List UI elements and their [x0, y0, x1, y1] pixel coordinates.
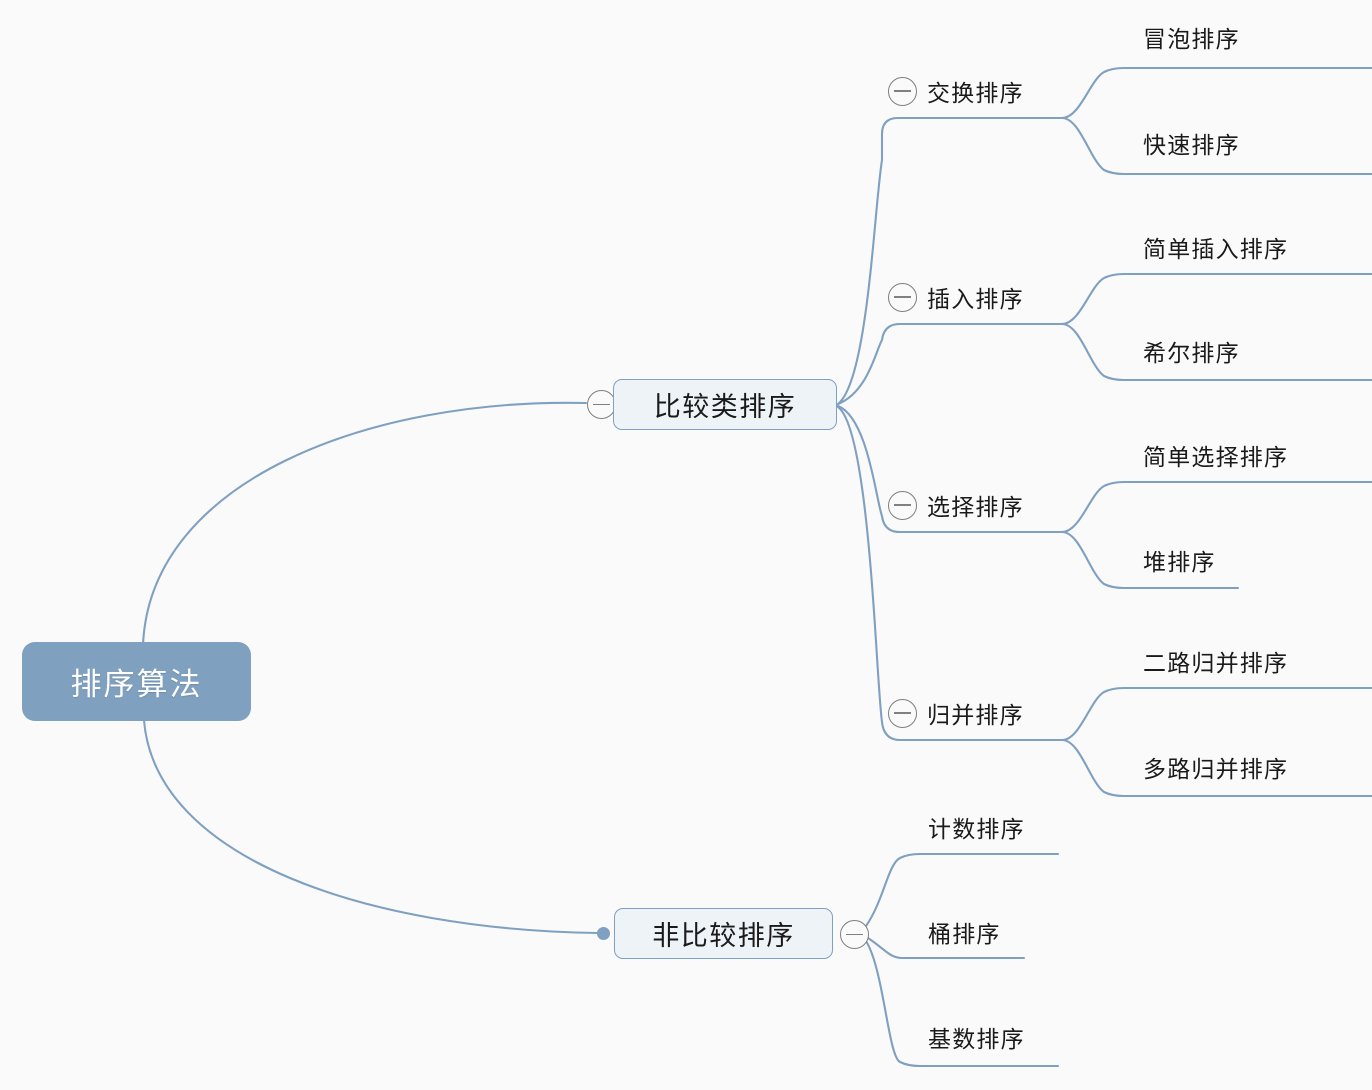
toggle-noncompare-sort[interactable]	[840, 920, 869, 949]
sub-node-select-sort-label: 选择排序	[927, 495, 1024, 520]
edge-compare-to-insert	[836, 322, 1064, 406]
leaf-node-shell-sort-label: 希尔排序	[1143, 341, 1240, 366]
sub-node-merge-sort[interactable]: 归并排序	[888, 698, 1024, 728]
sub-node-select-sort[interactable]: 选择排序	[888, 490, 1024, 520]
branch-node-compare-sort-label: 比较类排序	[653, 392, 797, 422]
edge-root-to-compare	[141, 401, 588, 647]
toggle-exchange-sort[interactable]	[888, 76, 917, 106]
sub-node-exchange-sort[interactable]: 交换排序	[888, 76, 1024, 106]
toggle-merge-sort[interactable]	[888, 698, 917, 728]
toggle-insert-sort[interactable]	[888, 282, 917, 312]
leaf-node-bucket-sort[interactable]: 桶排序	[928, 917, 1001, 947]
leaf-node-bubble-sort[interactable]: 冒泡排序	[1143, 22, 1240, 52]
leaf-node-radix-sort-label: 基数排序	[928, 1027, 1025, 1052]
leaf-node-bubble-sort-label: 冒泡排序	[1143, 27, 1240, 52]
root-node[interactable]: 排序算法	[22, 642, 251, 721]
leaf-node-counting-sort[interactable]: 计数排序	[928, 812, 1025, 842]
leaf-node-simple-selection-sort[interactable]: 简单选择排序	[1143, 440, 1288, 470]
leaf-node-multi-way-merge-sort[interactable]: 多路归并排序	[1143, 752, 1288, 782]
leaf-node-quick-sort[interactable]: 快速排序	[1143, 128, 1240, 158]
branch-node-noncompare-sort-label: 非比较排序	[652, 921, 795, 951]
sub-node-merge-sort-label: 归并排序	[927, 703, 1024, 728]
edge-root-to-noncompare	[142, 718, 600, 935]
leaf-node-quick-sort-label: 快速排序	[1143, 133, 1240, 158]
edge-select-to-simpleselect	[1060, 480, 1372, 534]
root-node-label: 排序算法	[70, 667, 203, 702]
leaf-node-two-way-merge-sort[interactable]: 二路归并排序	[1143, 646, 1288, 676]
edge-compare-to-merge	[836, 405, 1064, 742]
sub-node-exchange-sort-label: 交换排序	[927, 81, 1024, 106]
leaf-node-simple-insertion-sort[interactable]: 简单插入排序	[1143, 232, 1288, 262]
branch-node-compare-sort[interactable]: 比较类排序	[613, 379, 837, 430]
toggle-compare-sort[interactable]	[587, 390, 616, 419]
edge-compare-to-exchange	[836, 116, 1064, 406]
connector-dot-noncompare-sort	[597, 927, 610, 940]
edge-merge-to-twoway	[1060, 686, 1372, 742]
sub-node-insert-sort[interactable]: 插入排序	[888, 282, 1024, 312]
leaf-node-multi-way-merge-sort-label: 多路归并排序	[1143, 757, 1289, 782]
leaf-node-simple-selection-sort-label: 简单选择排序	[1143, 445, 1289, 470]
leaf-node-shell-sort[interactable]: 希尔排序	[1143, 336, 1240, 366]
leaf-node-heap-sort[interactable]: 堆排序	[1143, 545, 1216, 575]
sub-node-insert-sort-label: 插入排序	[927, 287, 1024, 312]
edge-insert-to-simpleinsert	[1060, 272, 1372, 326]
leaf-node-radix-sort[interactable]: 基数排序	[928, 1022, 1025, 1052]
leaf-node-simple-insertion-sort-label: 简单插入排序	[1143, 237, 1289, 262]
leaf-node-two-way-merge-sort-label: 二路归并排序	[1143, 651, 1289, 676]
leaf-node-counting-sort-label: 计数排序	[928, 817, 1025, 842]
edge-exchange-to-bubble	[1060, 66, 1372, 120]
leaf-node-heap-sort-label: 堆排序	[1143, 550, 1216, 575]
branch-node-noncompare-sort[interactable]: 非比较排序	[614, 908, 833, 959]
toggle-select-sort[interactable]	[888, 490, 917, 520]
leaf-node-bucket-sort-label: 桶排序	[928, 922, 1001, 947]
